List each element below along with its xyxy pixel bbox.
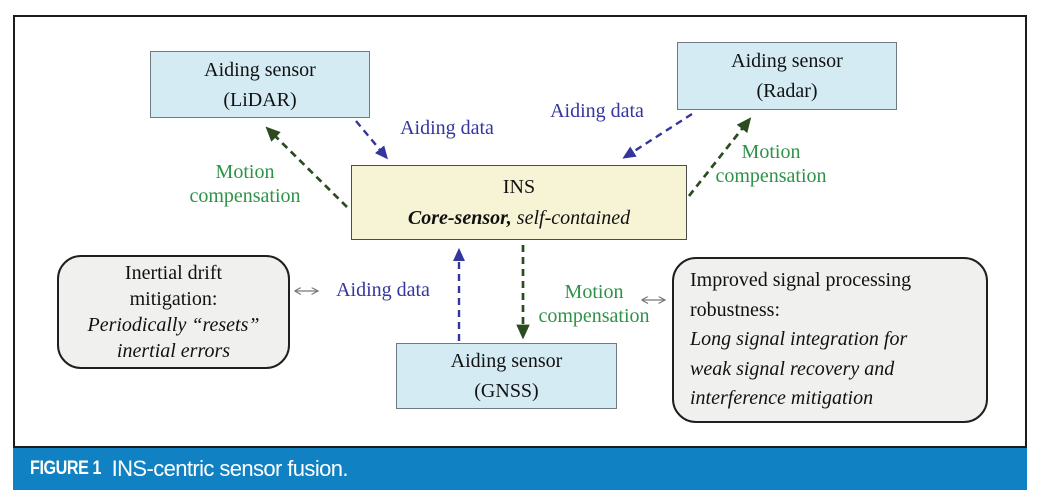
aiding-data-label-gnss: Aiding data	[336, 279, 430, 301]
aiding-data-label-radar: Aiding data	[550, 100, 644, 122]
ins-subtitle: Core-sensor, self-contained	[408, 203, 630, 234]
motion-compensation-label-lidar-line1: Motion	[215, 161, 275, 183]
gnss-sensor-box: Aiding sensor (GNSS)	[396, 343, 617, 409]
inertial-drift-line3: Periodically “resets”	[87, 314, 260, 336]
motion-compensation-label-radar-line1: Motion	[741, 141, 801, 163]
signal-processing-line4: weak signal recovery and	[690, 357, 895, 380]
ins-subtitle-selfcontained: self-contained	[511, 206, 631, 229]
motion-compensation-label-gnss-line2: compensation	[538, 305, 650, 327]
inertial-drift-line4: inertial errors	[116, 340, 231, 362]
ins-subtitle-core: Core-sensor,	[407, 206, 512, 229]
radar-label-line2: (Radar)	[756, 80, 818, 102]
signal-processing-line2: robustness:	[690, 298, 780, 321]
motion-compensation-label-radar: Motion compensation	[715, 140, 826, 188]
inertial-drift-note-box: Inertial drift mitigation: Periodically …	[57, 255, 290, 369]
ins-title: INS	[502, 175, 536, 198]
lidar-sensor-box: Aiding sensor (LiDAR)	[150, 51, 370, 118]
caption-text: INS-centric sensor fusion.	[111, 456, 349, 481]
motion-compensation-label-lidar-line2: compensation	[189, 185, 301, 207]
radar-sensor-box: Aiding sensor (Radar)	[677, 42, 897, 110]
motion-compensation-label-lidar: Motion compensation	[189, 160, 300, 208]
radar-label-line1: Aiding sensor	[731, 50, 843, 72]
inertial-drift-line2: mitigation:	[129, 288, 218, 310]
signal-processing-note-box: Improved signal processing robustness: L…	[672, 257, 988, 423]
signal-processing-line1: Improved signal processing	[690, 269, 912, 292]
signal-processing-line3: Long signal integration for	[690, 328, 908, 351]
caption-bar: FIGURE 1 INS-centric sensor fusion.	[13, 448, 1027, 490]
motion-compensation-label-gnss-line1: Motion	[564, 281, 624, 303]
gnss-label-line2: (GNSS)	[474, 380, 539, 402]
inertial-drift-line1: Inertial drift	[124, 262, 223, 284]
signal-processing-line5: interference mitigation	[690, 387, 874, 410]
ins-core-box: INS Core-sensor, self-contained	[351, 165, 687, 240]
gnss-label-line1: Aiding sensor	[450, 350, 563, 372]
lidar-label-line1: Aiding sensor	[204, 58, 316, 81]
lidar-label-line2: (LiDAR)	[223, 88, 297, 111]
caption-figure-label: FIGURE 1	[30, 458, 102, 479]
motion-compensation-label-radar-line2: compensation	[715, 165, 827, 187]
aiding-data-label-lidar: Aiding data	[400, 117, 494, 139]
motion-compensation-label-gnss: Motion compensation	[538, 280, 649, 328]
